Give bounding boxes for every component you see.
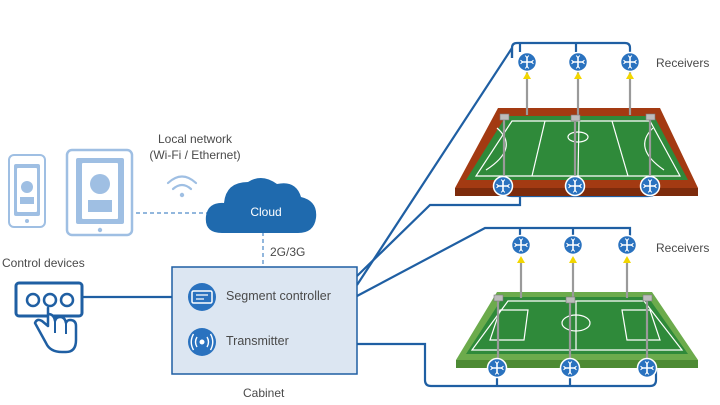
wifi-icon: [166, 175, 198, 198]
cabinet-label: Cabinet: [243, 386, 285, 400]
top-field-beams: [523, 72, 634, 79]
top-field-poles: [502, 72, 652, 180]
line-cabinet-bottom-network-a: [356, 226, 632, 297]
bottom-field-beams: [517, 256, 631, 263]
smartphone-icon: [8, 154, 46, 228]
segment-controller-label: Segment controller: [226, 289, 331, 303]
receivers-bottom-label: Receivers: [656, 241, 710, 255]
dashed-links: [136, 212, 264, 267]
receiver-icon: [619, 51, 641, 73]
bottom-field-lamp-heads: [493, 294, 653, 304]
local-network-line1: Local network: [157, 132, 233, 146]
receiver-icon: [616, 234, 638, 256]
line-cabinet-bottom-network-b: [357, 342, 658, 388]
receiver-icon: [510, 234, 532, 256]
receiver-icon: [559, 357, 581, 379]
receiver-icon: [564, 175, 586, 197]
control-devices-label: Control devices: [2, 256, 85, 270]
receiver-icon: [492, 175, 514, 197]
hand-remote-icon[interactable]: [14, 281, 84, 354]
cabinet-box: [171, 266, 358, 375]
cloud-label: Cloud: [250, 205, 282, 219]
tablet-icon: [65, 148, 134, 237]
link-2g3g-label: 2G/3G: [270, 245, 306, 259]
local-network-label: Local network (Wi-Fi / Ethernet): [140, 131, 250, 163]
hockey-field: [455, 108, 698, 196]
receiver-icon: [636, 357, 658, 379]
soccer-field: [456, 292, 698, 368]
connection-lines: [82, 41, 660, 388]
receiver-icon: [562, 234, 584, 256]
segment-controller-icon: [188, 283, 216, 311]
line-cabinet-top-network-a: [356, 195, 522, 277]
line-top-upper-bus: [510, 41, 632, 60]
receiver-icon: [516, 51, 538, 73]
top-field-lamp-heads: [499, 113, 656, 122]
local-network-line2: (Wi-Fi / Ethernet): [149, 148, 241, 162]
transmitter-label: Transmitter: [226, 334, 289, 348]
receiver-icon: [567, 51, 589, 73]
receivers-top-label: Receivers: [656, 56, 710, 70]
receiver-icon: [486, 357, 508, 379]
bottom-field-poles: [496, 258, 649, 360]
cloud-icon: [205, 177, 317, 233]
receiver-icon: [639, 175, 661, 197]
transmitter-icon: [188, 328, 216, 356]
